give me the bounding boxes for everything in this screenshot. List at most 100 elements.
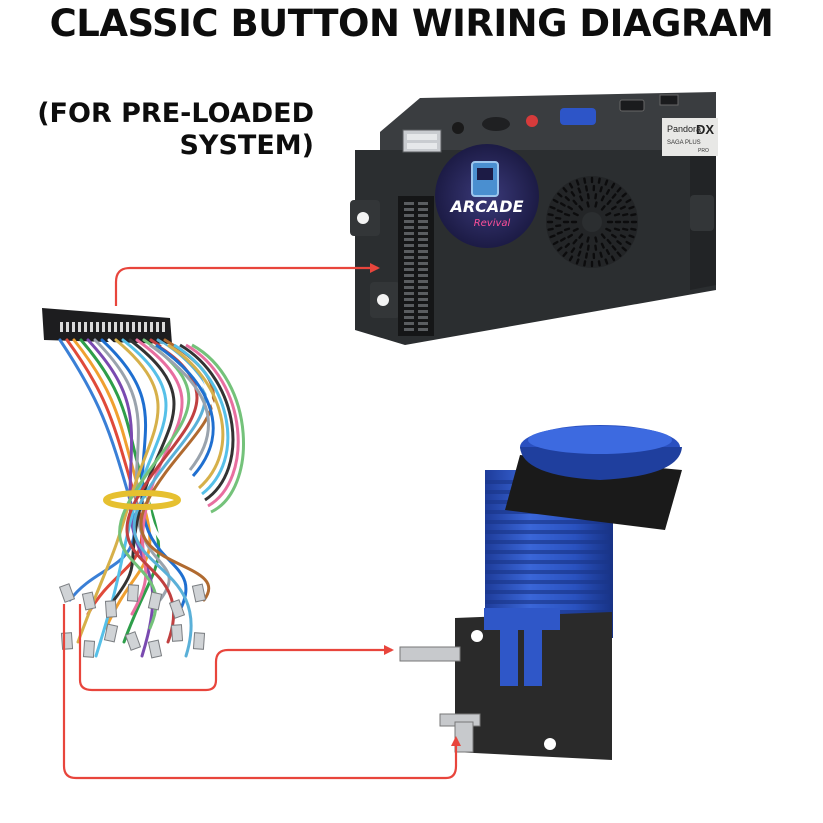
harness-pin: [138, 322, 141, 332]
connector-pin: [418, 208, 428, 211]
grill-slot: [562, 251, 568, 257]
grill-slot: [616, 187, 622, 193]
grill-slot: [578, 205, 584, 211]
grill-slot: [556, 209, 563, 213]
badge-subtitle: Revival: [474, 218, 511, 229]
connector-pin: [404, 262, 414, 265]
grill-slot: [605, 188, 611, 195]
grill-slot: [594, 236, 598, 243]
harness-terminal: [103, 623, 119, 643]
connector-pin: [418, 226, 428, 229]
harness-pin: [132, 322, 135, 332]
connector-pin: [418, 232, 428, 235]
connector-pin: [418, 316, 428, 319]
grill-slot: [616, 240, 622, 245]
grill-slot: [630, 213, 637, 217]
connector-pin: [404, 244, 414, 247]
grill-slot: [563, 227, 571, 232]
connector-pin: [404, 310, 414, 313]
grill-slot: [610, 205, 617, 211]
ribbon-connector-socket: [398, 196, 434, 336]
grill-slot: [570, 191, 576, 197]
page-title: CLASSIC BUTTON WIRING DIAGRAM: [49, 2, 774, 45]
thread-ridge: [485, 600, 613, 604]
grill-slot: [586, 201, 590, 208]
harness-wire: [161, 343, 220, 484]
audio-jack: [452, 122, 464, 134]
grill-slot: [586, 193, 590, 200]
connector-pin: [404, 220, 414, 223]
grill-slot: [568, 182, 574, 189]
connector-pin: [404, 268, 414, 271]
harness-wire: [149, 343, 210, 471]
switch-terminal-bottom: [454, 721, 474, 753]
connector-pin: [418, 202, 428, 205]
harness-wire: [139, 338, 215, 602]
arcade-button: [399, 425, 682, 760]
harness-pin: [108, 322, 111, 332]
grill-slot: [583, 177, 587, 184]
grill-slot: [621, 192, 627, 198]
connector-pin: [404, 238, 414, 241]
grill-slot: [577, 250, 582, 257]
harness-terminal: [124, 631, 142, 651]
harness-terminal: [104, 600, 118, 618]
grill-slot: [549, 234, 556, 239]
harness-wire: [132, 338, 207, 658]
grill-slot: [625, 198, 632, 204]
reset-button: [526, 115, 538, 127]
thread-ridge: [485, 540, 613, 544]
harness-terminals: [58, 583, 207, 659]
grill-slot: [605, 227, 612, 232]
grill-slot: [559, 237, 566, 242]
harness-terminal: [147, 591, 163, 611]
harness-terminal: [147, 639, 163, 659]
grill-slot: [628, 205, 635, 210]
arrow-harness-to-switch-bottom: [62, 604, 461, 780]
connector-pin: [418, 292, 428, 295]
connector-pin: [404, 214, 414, 217]
badge-title: ARCADE: [448, 197, 523, 216]
connector-pin: [404, 316, 414, 319]
connector-pin: [404, 304, 414, 307]
zip-tie: [103, 490, 181, 510]
grill-slot: [563, 212, 571, 217]
harness-pin: [60, 322, 63, 332]
connector-pin: [418, 328, 428, 331]
grill-slot: [600, 205, 606, 211]
harness-pin: [66, 322, 69, 332]
connector-pin: [404, 322, 414, 325]
connector-pin: [404, 226, 414, 229]
grill-slot: [605, 212, 612, 217]
grill-slot: [630, 227, 637, 231]
thread-ridge: [485, 550, 613, 554]
grill-slot: [572, 199, 578, 206]
pandora-box-device: Pandora DX SAGA PLUS PRO ARCADE Revival: [350, 92, 718, 345]
grill-slot: [557, 192, 563, 198]
grill-slot: [619, 234, 626, 239]
grill-slot: [549, 205, 556, 210]
harness-connector: [42, 308, 172, 344]
grill-slot: [600, 233, 606, 239]
harness-wire: [191, 343, 245, 514]
connector-pin: [404, 202, 414, 205]
grill-slot: [586, 236, 590, 243]
page-subtitle: (FOR PRE-LOADED SYSTEM): [14, 98, 314, 162]
grill-slot: [594, 193, 598, 200]
grill-slot: [599, 186, 603, 193]
grill-slot: [600, 195, 605, 202]
grill-slot: [564, 196, 570, 202]
grill-slot: [605, 249, 611, 256]
grill-slot: [559, 202, 566, 207]
harness-pin: [144, 322, 147, 332]
grill-slot: [572, 227, 579, 232]
grill-slot: [604, 179, 609, 186]
arrow-harness-to-switch-top: [78, 604, 394, 692]
grill-slot: [584, 252, 589, 259]
harness-terminal: [82, 640, 96, 658]
connector-pin: [418, 238, 428, 241]
grill-slot: [572, 212, 579, 217]
harness-terminal: [191, 583, 207, 603]
grill-slot: [625, 240, 632, 246]
